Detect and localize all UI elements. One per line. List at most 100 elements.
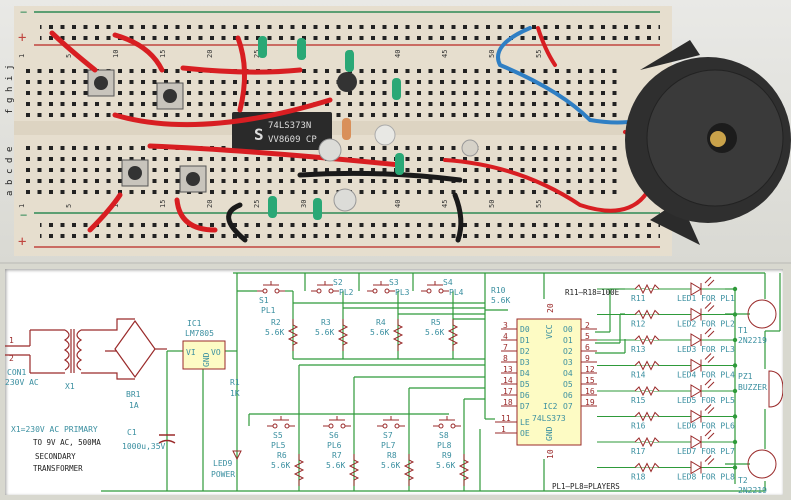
column-number: 5 [65, 204, 73, 208]
ic2-input-name: D1 [520, 336, 530, 345]
resistor-icon [634, 283, 660, 295]
led-row-label: LED4 FOR PL4 [677, 371, 735, 380]
column-number: 5 [65, 54, 73, 58]
row-label: a [5, 191, 15, 196]
ic2-vcc-pin: 20 [546, 303, 555, 313]
column-number: 1 [18, 204, 26, 208]
resistor-value: 5.6K [271, 461, 290, 470]
ic2-input-name: D4 [520, 369, 530, 378]
ic2-output-pin: 5 [585, 332, 590, 341]
push-switch-icon [421, 281, 449, 292]
resistor-icon [634, 436, 660, 448]
ic2-output-name: O2 [563, 347, 573, 356]
ic2-output-pin: 9 [585, 354, 590, 363]
wire-red [536, 26, 557, 67]
push-switch-icon [377, 416, 405, 427]
ic2-input-name: D7 [520, 402, 530, 411]
ic2-output-pin: 2 [585, 321, 590, 330]
ic2-value: 74LS373 [532, 414, 566, 423]
transistor [337, 72, 357, 92]
wire-black [226, 202, 248, 243]
ic2-vcc: VCC [545, 324, 554, 339]
led-icon [690, 302, 715, 322]
ic2-output-pin: 19 [585, 398, 595, 407]
resistor [258, 36, 267, 58]
column-number: 50 [488, 200, 496, 208]
schematic-panel: VI VO IC1 LM7805 GND 1 2 CON1 230V AC [0, 264, 791, 500]
column-number: 55 [535, 50, 543, 58]
resistor-icon [634, 411, 660, 422]
resistor-value: 5.6K [425, 328, 444, 337]
ic2-output-name: O5 [563, 380, 573, 389]
br1-value: 1A [129, 401, 139, 410]
ic2-output-name: O3 [563, 358, 573, 367]
resistor-ref: R5 [431, 318, 441, 327]
ic2-output-name: O1 [563, 336, 573, 345]
r10-value: 5.6K [491, 296, 510, 305]
resistor [345, 50, 354, 72]
ic2-control-pin: 1 [501, 425, 506, 434]
led-icon [690, 404, 715, 424]
ic2-gnd-pin: 10 [546, 449, 555, 459]
resistor-icon [634, 385, 660, 397]
led-row-label: LED6 FOR PL6 [677, 422, 735, 431]
switch-player: PL2 [339, 288, 354, 297]
switch-player: PL7 [381, 441, 396, 450]
switch-player: PL1 [261, 306, 276, 315]
r1-value: 1K [230, 389, 240, 398]
switch-player: PL6 [327, 441, 342, 450]
switch-ref: S1 [259, 296, 269, 305]
power-led-icon [232, 450, 242, 461]
con1-value: 230V AC [5, 378, 39, 387]
led-icon [690, 378, 715, 398]
c1-value: 1000u,35V [122, 442, 166, 451]
switch-ref: S7 [383, 431, 393, 440]
resistor [268, 196, 277, 218]
resistor-icon [287, 319, 299, 351]
br1-ref: BR1 [126, 390, 141, 399]
led-row-resistor: R12 [631, 320, 646, 329]
led-row-label: LED2 FOR PL2 [677, 320, 735, 329]
wire-red [112, 32, 165, 73]
resistor-icon [634, 360, 660, 371]
ic2-input-name: D2 [520, 347, 530, 356]
resistor-ref: R9 [442, 451, 452, 460]
ic2-input-name: D5 [520, 380, 530, 389]
resistor-icon [293, 454, 305, 486]
ic2-output-name: O6 [563, 391, 573, 400]
resistor-icon [634, 462, 660, 473]
row-label: i [5, 76, 15, 81]
led-icon [690, 327, 715, 347]
power-rail-top [40, 18, 660, 40]
resistor-icon [634, 309, 660, 320]
row-label: j [5, 65, 15, 70]
ic2-ref: IC2 [543, 402, 558, 411]
ic2-input-name: D0 [520, 325, 530, 334]
led-clear [374, 124, 396, 146]
push-button-2 [156, 82, 184, 110]
ic1-value: LM7805 [185, 329, 214, 338]
push-switch-icon [433, 416, 461, 427]
wire-red [147, 143, 403, 168]
ic2-control-pin: 11 [501, 414, 511, 423]
wire-blue [496, 26, 642, 125]
column-number: 25 [253, 50, 261, 58]
push-button-3 [121, 159, 149, 187]
led-row-resistor: R18 [631, 473, 646, 482]
rail-plus-label-bottom: + [18, 234, 26, 250]
ic-label-line1: 74LS373N [268, 121, 311, 131]
ic2-input-pin: 14 [503, 376, 513, 385]
note-line-2: TO 9V AC, 500MA [33, 438, 101, 447]
ic2-output-name: O4 [563, 369, 573, 378]
x1-ref: X1 [65, 382, 75, 391]
wire-red [112, 97, 333, 128]
ic2-output-name: O0 [563, 325, 573, 334]
transistor-t2 [747, 449, 777, 479]
piezo-buzzer [625, 40, 791, 245]
ic2-input-pin: 18 [503, 398, 513, 407]
ic2-input-pin: 13 [503, 365, 513, 374]
led-row-resistor: R13 [631, 345, 646, 354]
switch-ref: S5 [273, 431, 283, 440]
